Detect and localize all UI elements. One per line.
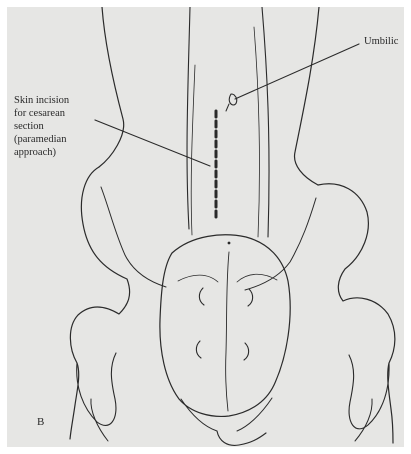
perineum-right [237, 398, 272, 431]
teat-right-rear [244, 343, 249, 360]
right-hind-limb-inner [245, 198, 316, 290]
umbilicus-label: Umbilic [364, 35, 398, 48]
figure-letter: B [37, 416, 44, 429]
right-body-outline [295, 7, 319, 185]
incision-label-line-4: (paramedian [14, 133, 69, 146]
left-hind-digit [91, 399, 108, 441]
teat-left-front [199, 288, 204, 305]
right-midline-fold-inner [254, 27, 259, 237]
umbilicus-leader-line [235, 44, 359, 99]
udder-left-quarter [178, 275, 218, 282]
incision-label-line-5: approach) [14, 146, 69, 159]
udder-midline [226, 252, 229, 411]
anatomical-line-drawing [7, 7, 404, 447]
left-hind-foot [77, 353, 116, 425]
incision-label-line-1: Skin incision [14, 94, 69, 107]
tail-outline [217, 431, 266, 445]
udder-right-quarter [237, 274, 277, 282]
teat-right-front [248, 289, 253, 306]
incision-label-line-2: for cesarean [14, 107, 69, 120]
right-midline-fold [262, 7, 269, 237]
right-hind-limb-outline [318, 184, 395, 443]
illustration-plate: Umbilic Skin incision for cesarean secti… [7, 7, 404, 447]
left-hind-limb-inner [101, 187, 166, 287]
incision-label-line-3: section [14, 120, 69, 133]
umbilicus-stub [226, 104, 229, 111]
udder-outline [160, 235, 290, 417]
teat-left-rear [196, 341, 201, 358]
left-midline-fold-inner [191, 65, 195, 235]
midline-dot [228, 242, 231, 245]
incision-label: Skin incision for cesarean section (para… [14, 94, 69, 159]
perineum-left [181, 399, 217, 431]
left-hind-limb-outline [70, 167, 130, 439]
umbilicus-mark [229, 94, 236, 105]
right-hind-digit [355, 399, 372, 441]
left-midline-fold [187, 7, 190, 229]
left-body-outline [99, 7, 124, 167]
